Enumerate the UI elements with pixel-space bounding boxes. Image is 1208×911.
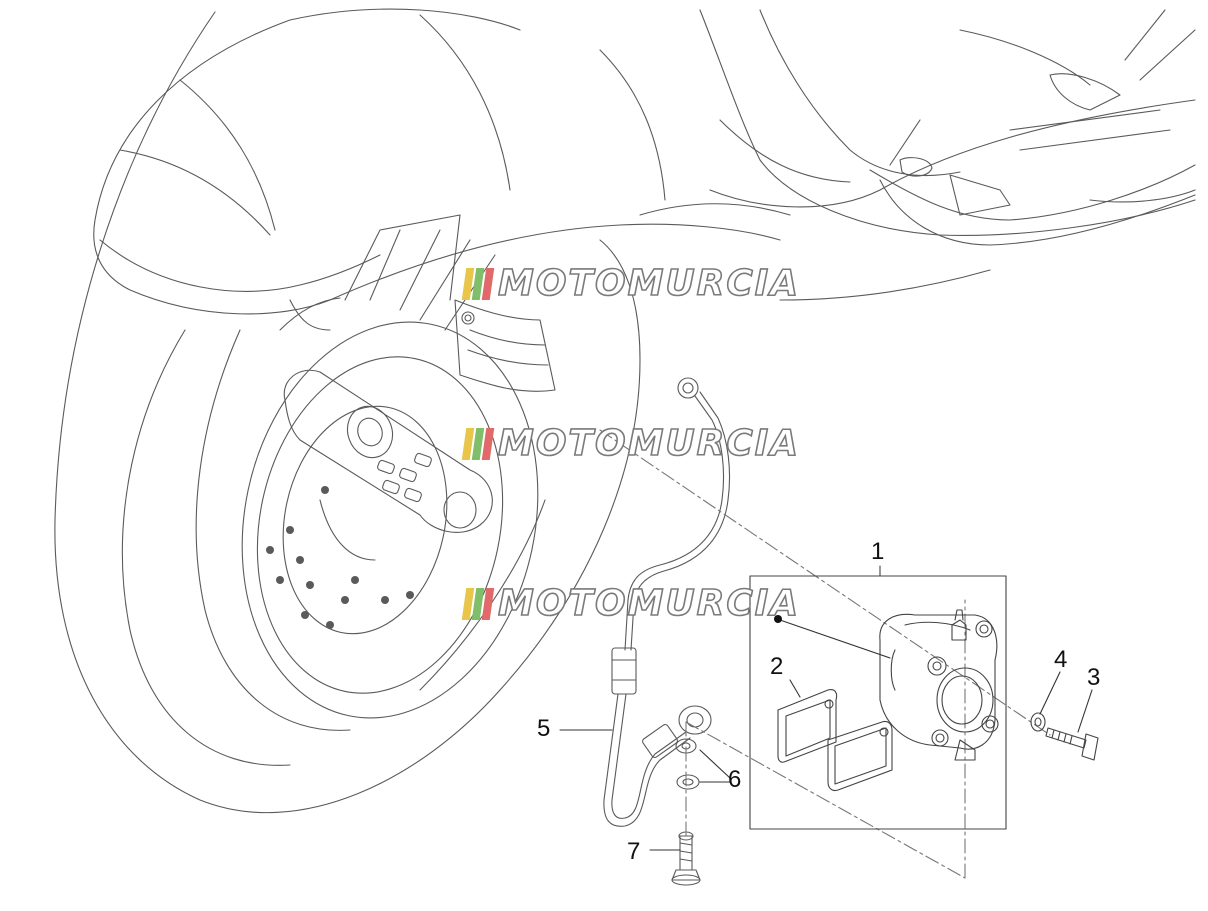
caliper-kit-box — [749, 575, 1007, 830]
callout-3: 3 — [1087, 664, 1101, 691]
washer-4 — [1030, 712, 1046, 732]
callout-4: 4 — [1054, 646, 1068, 673]
watermark-logo: MOTOMURCIA — [461, 583, 799, 624]
banjo-bolt — [671, 831, 701, 886]
watermark-text: MOTOMURCIA — [497, 263, 801, 305]
callout-6: 6 — [728, 766, 742, 793]
assembly-centerlines — [599, 429, 1051, 879]
front-fender — [93, 8, 791, 331]
watermark-stripes — [461, 428, 495, 460]
callout-1: 1 — [871, 538, 885, 565]
watermark-stripes — [461, 268, 495, 300]
watermark-logo: MOTOMURCIA — [461, 423, 799, 464]
watermark-text: MOTOMURCIA — [497, 583, 801, 625]
bolt-3 — [1045, 727, 1099, 761]
disc-holes — [266, 486, 414, 629]
front-fork — [344, 214, 556, 392]
callout-7: 7 — [627, 838, 641, 865]
watermark-logo: MOTOMURCIA — [461, 263, 799, 304]
watermark-text: MOTOMURCIA — [497, 423, 801, 465]
front-tire — [54, 11, 641, 814]
copper-washers — [675, 738, 700, 790]
leader-dot — [774, 615, 782, 623]
brake-disc — [241, 297, 539, 719]
leader-lines — [559, 619, 1093, 851]
scooter-body — [699, 9, 1196, 301]
brake-pads — [777, 689, 893, 792]
callout-2: 2 — [770, 653, 784, 680]
swing-arm — [283, 369, 493, 561]
watermark-stripes — [461, 588, 495, 620]
callout-5: 5 — [537, 715, 551, 742]
brake-caliper — [879, 609, 999, 761]
brake-hose — [603, 377, 731, 827]
